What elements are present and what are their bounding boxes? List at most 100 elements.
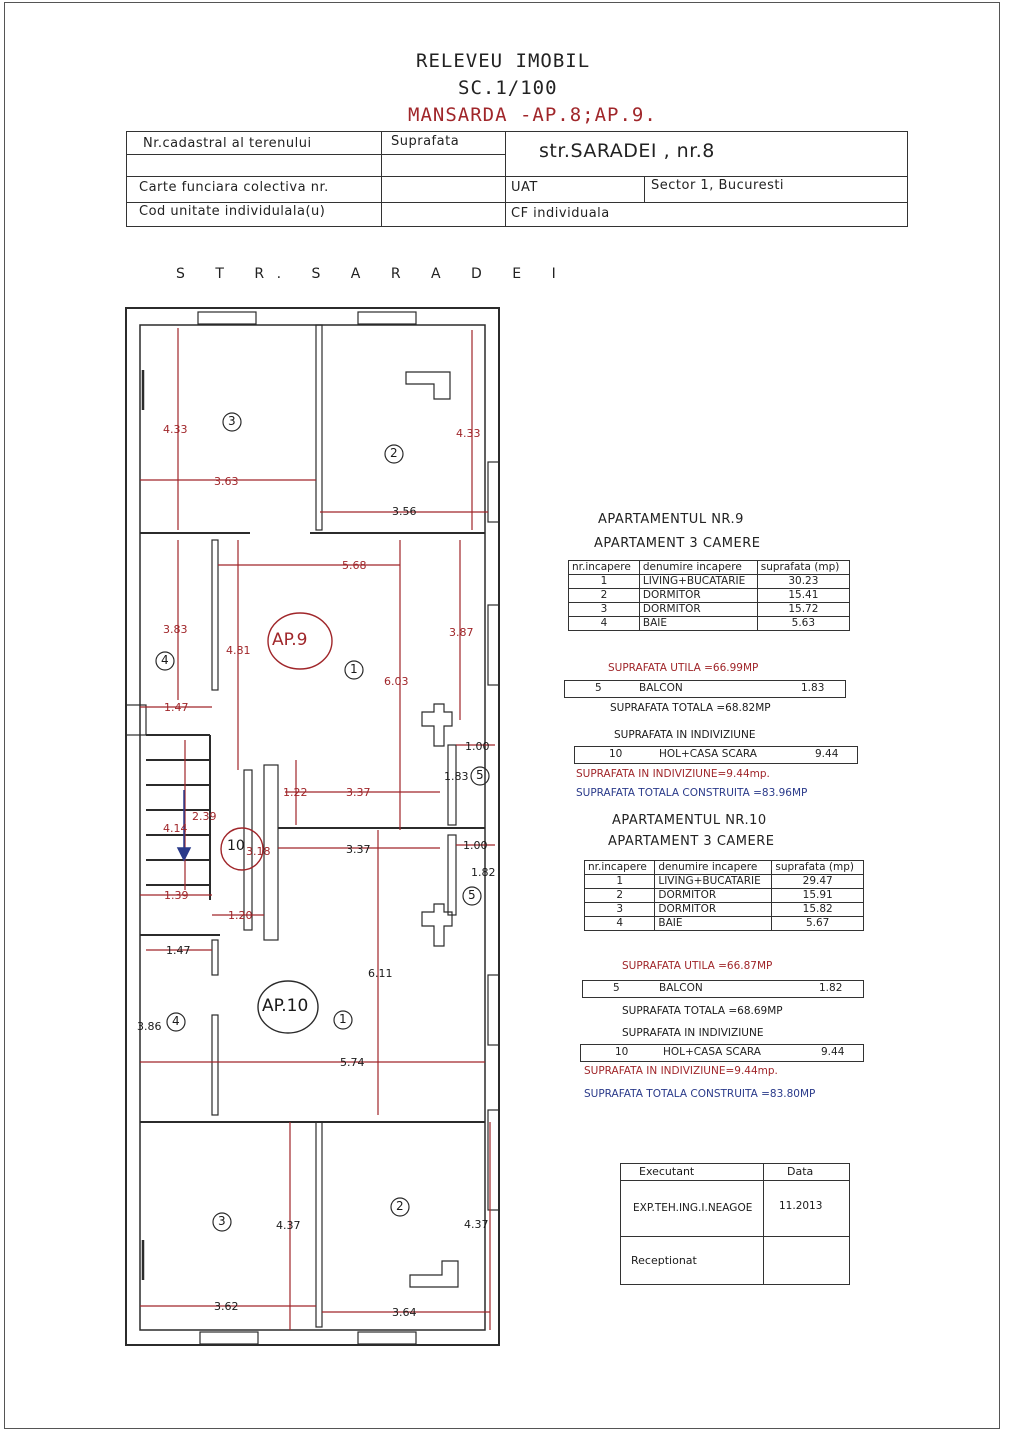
executant-name: EXP.TEH.ING.I.NEAGOE [633,1202,753,1214]
ap10-title: APARTAMENTUL NR.10 [612,813,767,828]
cf-label: CF individuala [511,206,610,221]
table-cell: 4 [568,616,640,631]
dim-label: 1.20 [228,909,253,922]
dim-label: 1.47 [166,944,191,957]
date-label: Data [787,1165,814,1178]
dim-label: 1.83 [444,770,469,783]
table-cell: 2 [583,888,656,903]
uat-value: Sector 1, Bucuresti [651,178,785,193]
ap9-utila: SUPRAFATA UTILA =66.99MP [608,662,759,674]
room-number: 3 [228,414,236,428]
dim-label: 2.39 [192,810,217,823]
surface-label: Suprafata [391,134,460,149]
table-cell: 15.72 [756,602,851,617]
header-table: Nr.cadastral al terenului Suprafata str.… [126,131,908,227]
table-cell: LIVING+BUCATARIE [654,874,773,889]
doc-title: RELEVEU IMOBIL [416,50,591,72]
ap9-subtitle: APARTAMENT 3 CAMERE [594,536,761,551]
table-cell: 1 [568,574,640,589]
ap10-indiviziune-title: SUPRAFATA IN INDIVIZIUNE [622,1027,764,1039]
dim-label: 1.00 [463,839,488,852]
table-cell: 15.82 [771,902,864,917]
ap10-hol-row: 10 HOL+CASA SCARA 9.44 [580,1044,864,1062]
cadastral-label: Nr.cadastral al terenului [143,136,312,151]
ap10-totala: SUPRAFATA TOTALA =68.69MP [622,1005,783,1017]
dim-label: 3.87 [449,626,474,639]
ap9-totala: SUPRAFATA TOTALA =68.82MP [610,702,771,714]
table-cell: 5 [613,982,620,994]
room-number: 1 [339,1012,347,1026]
dim-label: 6.03 [384,675,409,688]
room-number: 2 [390,446,398,460]
dim-label: 3.62 [214,1300,239,1313]
ap9-plan-label: AP.9 [272,630,308,650]
col-header: suprafata (mp) [771,860,864,875]
room-number: 2 [396,1199,404,1213]
ap9-indiviziune-title: SUPRAFATA IN INDIVIZIUNE [614,729,756,741]
table-cell: 15.91 [771,888,864,903]
ap10-indiviziune: SUPRAFATA IN INDIVIZIUNE=9.44mp. [584,1065,778,1077]
uat-label: UAT [511,180,538,195]
table-cell: 15.41 [756,588,851,603]
doc-scale: SC.1/100 [458,77,558,99]
col-header: nr.incapere [568,560,640,575]
table-cell: 1 [583,874,656,889]
cod-unitate-label: Cod unitate individulala(u) [139,204,326,219]
col-header: denumire incapere [638,560,758,575]
executant-date: 11.2013 [779,1200,823,1212]
table-cell: 10 [609,748,623,760]
ap10-balcon-row: 5 BALCON 1.82 [582,980,864,998]
table-cell: 4 [583,916,656,931]
doc-subtitle: MANSARDA -AP.8;AP.9. [408,104,657,126]
dim-label: 4.81 [226,644,251,657]
table-cell: 5 [595,682,602,694]
ap10-plan-label: AP.10 [262,996,309,1016]
table-cell: BALCON [659,982,703,994]
dim-label: 4.33 [163,423,188,436]
dim-label: 5.68 [342,559,367,572]
table-cell: 10 [615,1046,629,1058]
dim-label: 3.18 [246,845,271,858]
dim-label: 1.22 [283,786,308,799]
table-cell: 1.83 [801,682,825,694]
circle-10-label: 10 [227,838,245,854]
table-cell: 9.44 [821,1046,845,1058]
ap9-construita: SUPRAFATA TOTALA CONSTRUITA =83.96MP [576,787,808,799]
table-cell: 3 [583,902,656,917]
ap9-balcon-row: 5 BALCON 1.83 [564,680,846,698]
dim-label: 3.63 [214,475,239,488]
table-cell: 1.82 [819,982,843,994]
executant-table: Executant Data EXP.TEH.ING.I.NEAGOE 11.2… [620,1163,850,1285]
dim-label: 1.00 [465,740,490,753]
table-cell: DORMITOR [654,888,773,903]
col-header: suprafata (mp) [756,560,851,575]
table-cell: 30.23 [756,574,851,589]
table-cell: DORMITOR [638,602,758,617]
dim-label: 1.39 [164,889,189,902]
dim-label: 5.74 [340,1056,365,1069]
table-cell: BAIE [654,916,773,931]
dim-label: 1.82 [471,866,496,879]
dim-label: 3.56 [392,505,417,518]
ap10-construita: SUPRAFATA TOTALA CONSTRUITA =83.80MP [584,1088,816,1100]
table-cell: 5.63 [756,616,851,631]
table-cell: 2 [568,588,640,603]
col-header: denumire incapere [654,860,773,875]
dim-label: 3.37 [346,786,371,799]
dim-label: 4.14 [163,822,188,835]
room-number: 5 [476,768,484,782]
dim-label: 3.83 [163,623,188,636]
street-label: S T R. S A R A D E I [176,266,569,282]
ap10-subtitle: APARTAMENT 3 CAMERE [608,834,775,849]
table-cell: DORMITOR [654,902,773,917]
address: str.SARADEI , nr.8 [539,140,715,162]
ap10-utila: SUPRAFATA UTILA =66.87MP [622,960,773,972]
received-label: Receptionat [631,1254,697,1267]
table-cell: HOL+CASA SCARA [663,1046,761,1058]
room-number: 4 [172,1014,180,1028]
table-cell: 9.44 [815,748,839,760]
ap9-hol-row: 10 HOL+CASA SCARA 9.44 [574,746,858,764]
